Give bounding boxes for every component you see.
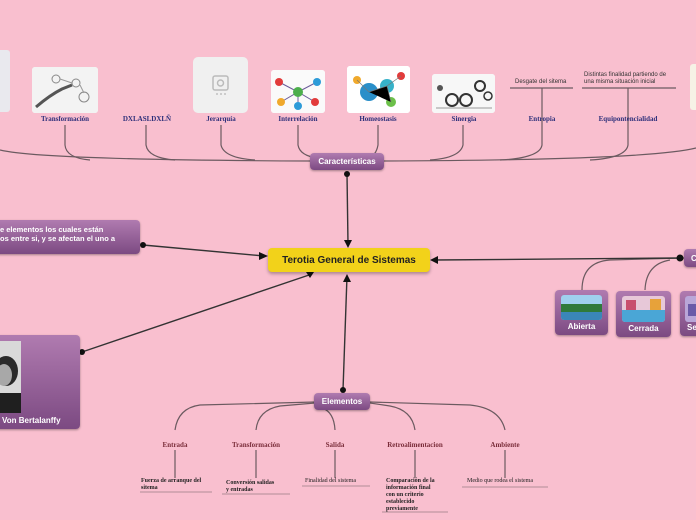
card-cerrada[interactable]: Cerrada	[616, 291, 671, 337]
topic-sinergia[interactable]: Sinergia	[451, 115, 477, 123]
topic-equipontencialidad[interactable]: Equipontencialidad	[598, 115, 658, 123]
hand-drawing-icon	[32, 67, 98, 113]
portrait-icon	[0, 341, 21, 413]
card-se-image	[685, 296, 696, 322]
topic-entropia[interactable]: Entropia	[528, 115, 556, 123]
item-ambiente[interactable]: Ambiente	[490, 441, 520, 449]
topic-transformacion[interactable]: Transformación	[40, 115, 90, 123]
card-se[interactable]: Se	[680, 291, 696, 336]
network-people-icon	[271, 70, 325, 113]
author-label: ng Von Bertalanffy	[0, 416, 61, 425]
topic-homeostasis[interactable]: Homeostasis	[359, 115, 397, 123]
caracteristicas-node[interactable]: Características	[310, 153, 384, 170]
definition-line-1: e elementos los cuales están	[0, 225, 104, 234]
card-abierta[interactable]: Abierta	[555, 290, 608, 335]
item-entrada[interactable]: Entrada	[162, 441, 188, 449]
definition-node[interactable]: e elementos los cuales están os entre si…	[0, 220, 140, 254]
elementos-node[interactable]: Elementos	[314, 393, 370, 410]
clasificacion-node[interactable]: C	[684, 249, 696, 267]
pool-image	[622, 296, 665, 322]
author-card[interactable]: ng Von Bertalanffy	[0, 335, 80, 429]
item-salida[interactable]: Salida	[325, 441, 345, 449]
transformacion-note: Conversión salidas y entradas	[226, 480, 275, 493]
gear-network-icon	[347, 66, 410, 113]
topic-dxlasldxln[interactable]: DXLASLDXLÑ	[122, 115, 172, 123]
lake-image	[561, 295, 602, 320]
equipontencialidad-note-line-2: una misma situación inicial	[584, 79, 656, 85]
hierarchy-placeholder-icon	[193, 57, 248, 113]
card-abierta-label: Abierta	[567, 322, 596, 331]
right-edge-image	[690, 64, 696, 110]
left-edge-image	[0, 50, 10, 112]
topic-jerarquia[interactable]: Jerarquía	[206, 115, 236, 123]
item-transformacion[interactable]: Transformación	[231, 441, 281, 449]
definition-line-2: os entre si, y se afectan el uno a	[0, 234, 116, 243]
entrada-note: Fuerza de arranque del sitema	[141, 478, 202, 491]
central-topic[interactable]: Terotia General de Sistemas	[268, 248, 430, 272]
gears-icon	[432, 74, 495, 113]
salida-note: Finalidad del sistema	[305, 478, 356, 484]
entropia-note: Desgate del sitema	[515, 79, 567, 85]
item-retroalimentacion[interactable]: Retroalimentacion	[387, 441, 443, 449]
equipontencialidad-note-line-1: Distintas finalidad partiendo de	[584, 72, 667, 78]
card-se-label: Se	[687, 323, 696, 332]
topic-interrelacion[interactable]: Interrelación	[278, 115, 318, 123]
ambiente-note: Medio que rodea el sistema	[467, 478, 533, 484]
card-cerrada-label: Cerrada	[628, 324, 659, 333]
retroalimentacion-note: Comparación de la información final con …	[386, 478, 435, 512]
